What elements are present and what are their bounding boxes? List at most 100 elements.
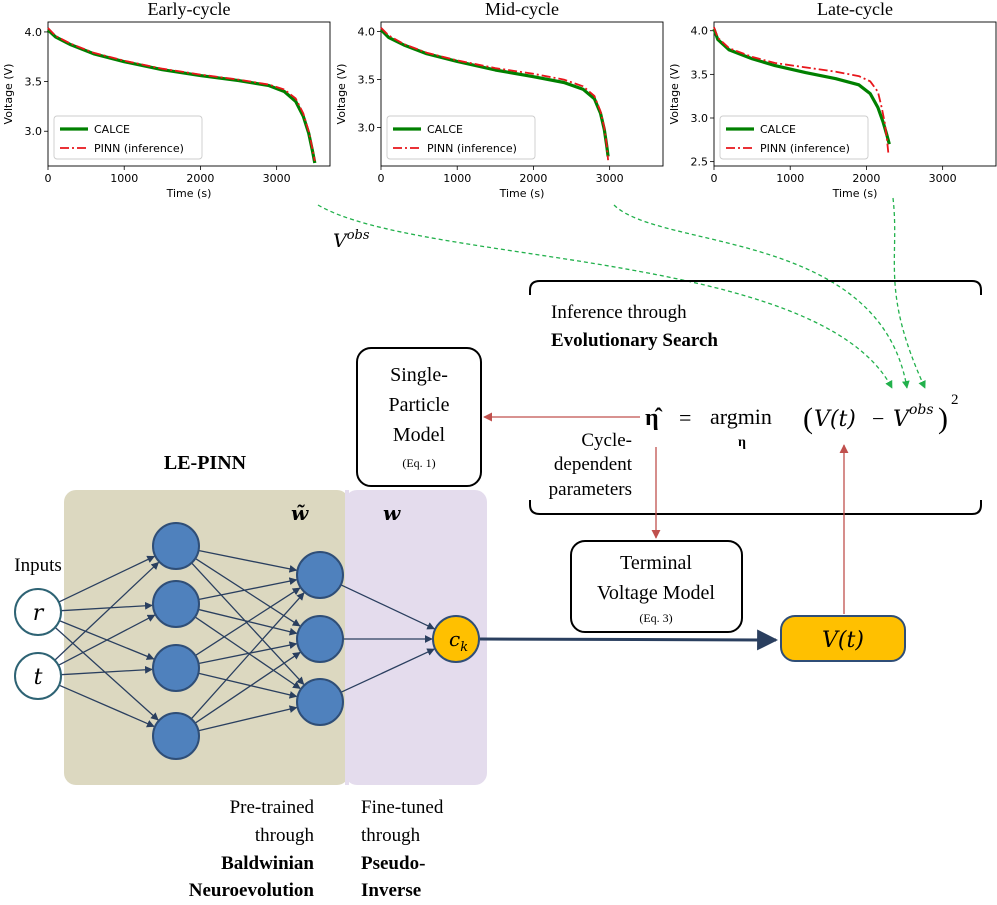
vt-output-label: V(t) xyxy=(822,628,864,653)
cycle-line1: Cycle- xyxy=(581,430,632,451)
series-line-calce xyxy=(712,28,891,145)
inference-brace-box xyxy=(529,280,982,515)
panel-seam xyxy=(345,490,349,785)
pretrained-line4: Neuroevolution xyxy=(189,880,315,901)
eq-square: 2 xyxy=(951,392,959,408)
network-edge xyxy=(340,648,435,693)
finetuned-line2: through xyxy=(361,825,421,846)
network-edge xyxy=(58,614,156,666)
ck-sub: k xyxy=(460,640,468,655)
x-tick-label: 2000 xyxy=(852,172,880,185)
spm-eq-ref: (Eq. 1) xyxy=(402,456,435,470)
x-tick-label: 1000 xyxy=(776,172,804,185)
network-edge xyxy=(194,651,301,724)
x-tick-label: 0 xyxy=(378,172,385,185)
eta-hat: η̂ xyxy=(645,405,663,431)
obs-link-late xyxy=(892,197,926,389)
legend-label: CALCE xyxy=(427,123,463,136)
input-node-t xyxy=(14,652,62,700)
y-tick-label: 2.5 xyxy=(691,156,709,169)
network-edges xyxy=(54,549,435,732)
legend-label: CALCE xyxy=(760,123,796,136)
eq-open-paren: ( xyxy=(803,402,813,435)
cycle-line2: dependent xyxy=(554,454,633,475)
spm-line1: Single- xyxy=(390,364,448,386)
eq-v: V xyxy=(893,407,911,432)
network-edge xyxy=(198,672,298,699)
x-tick-label: 3000 xyxy=(929,172,957,185)
y-tick-label: 3.0 xyxy=(691,112,709,125)
hidden-node-layer1 xyxy=(152,644,200,692)
x-tick-label: 3000 xyxy=(596,172,624,185)
input-node-r xyxy=(14,588,62,636)
x-tick-label: 0 xyxy=(711,172,718,185)
input-r-label: r xyxy=(33,601,45,626)
inputs-label: Inputs xyxy=(14,555,62,576)
pretrained-layers-panel xyxy=(64,490,349,785)
network-edge xyxy=(340,584,435,630)
chart-late-cycle: Late-cycle 0 1000 2000 3000 2.5 3.0 3.5 4.0Time … xyxy=(668,0,997,200)
tvm-line1: Terminal xyxy=(620,552,692,574)
network-edge xyxy=(58,555,156,603)
legend-label: PINN (inference) xyxy=(760,142,850,155)
spm-line3: Model xyxy=(393,424,446,446)
y-tick-label: 3.5 xyxy=(25,76,43,89)
x-tick-label: 2000 xyxy=(186,172,214,185)
y-axis-label: Voltage (V) xyxy=(335,64,348,125)
network-edge xyxy=(194,557,301,627)
hidden-node-layer2 xyxy=(296,678,344,726)
network-edge xyxy=(194,587,301,657)
y-axis-label: Voltage (V) xyxy=(668,64,681,125)
hidden-node-layer1 xyxy=(152,580,200,628)
eq-vt: V(t) xyxy=(814,407,856,432)
terminal-voltage-model-box xyxy=(570,540,743,633)
v-obs-base: V xyxy=(333,230,349,252)
finetuned-layer-panel xyxy=(345,490,487,785)
finetuned-line4: Inverse xyxy=(361,880,421,901)
x-tick-label: 3000 xyxy=(263,172,291,185)
x-tick-label: 1000 xyxy=(443,172,471,185)
ck-label: ck xyxy=(449,627,468,655)
chart-title: Mid-cycle xyxy=(485,0,559,19)
hidden-node-layer2 xyxy=(296,551,344,599)
w-tilde-label: w̃ xyxy=(291,501,309,525)
network-edge xyxy=(54,626,159,721)
network-edge xyxy=(54,561,160,661)
series-line-pinn xyxy=(47,27,316,162)
y-tick-label: 3.5 xyxy=(358,74,376,87)
vt-output-box xyxy=(780,615,906,662)
y-tick-label: 3.0 xyxy=(25,125,43,138)
network-edge xyxy=(191,562,305,685)
legend-box xyxy=(386,115,536,160)
x-tick-label: 0 xyxy=(45,172,52,185)
y-tick-label: 4.0 xyxy=(691,25,709,38)
network-edge xyxy=(60,665,153,676)
hidden-node-layer1 xyxy=(152,522,200,570)
network-edge xyxy=(198,641,298,665)
y-axis-label: Voltage (V) xyxy=(2,64,15,125)
w-label: w xyxy=(383,501,401,525)
series-line-pinn xyxy=(380,27,609,161)
ck-base: c xyxy=(449,627,460,651)
pretrained-line2: through xyxy=(255,825,315,846)
x-axis-label: Time (s) xyxy=(832,187,878,200)
v-obs-sup: obs xyxy=(347,228,370,243)
eq-equals: = xyxy=(679,405,691,430)
chart-title: Late-cycle xyxy=(817,0,893,19)
y-tick-label: 4.0 xyxy=(358,26,376,39)
tvm-line2: Voltage Model xyxy=(597,582,715,604)
v-obs-label: Vobs xyxy=(333,228,370,252)
network-edge xyxy=(198,577,298,601)
obs-link-early xyxy=(317,204,893,389)
legend-label: PINN (inference) xyxy=(94,142,184,155)
eq-obs: obs xyxy=(909,402,934,418)
finetuned-line1: Fine-tuned xyxy=(361,797,444,818)
y-tick-label: 3.5 xyxy=(691,68,709,81)
tvm-eq-ref: (Eq. 3) xyxy=(639,611,672,625)
network-edge xyxy=(60,601,153,612)
inference-label: Inference through xyxy=(551,302,687,323)
eq-close-paren: ) xyxy=(938,402,948,435)
y-tick-label: 3.0 xyxy=(358,122,376,135)
